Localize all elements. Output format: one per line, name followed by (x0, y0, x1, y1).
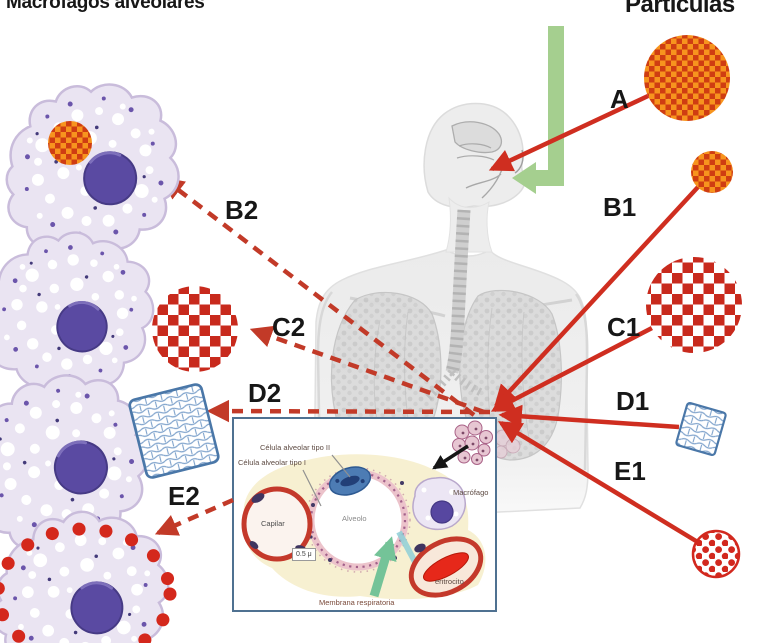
arrow-e2-to-macrophage (154, 497, 234, 536)
arrow-e1-to-lung (497, 421, 698, 543)
arrow-d2-to-macrophage (206, 399, 491, 423)
particle-e1 (691, 529, 741, 579)
alveolus-inset (232, 417, 497, 612)
capillary-ring (241, 486, 313, 562)
inset-label-alveolus: Alveolo (342, 514, 367, 523)
membrane-green-arrow-icon (369, 536, 397, 598)
sac-to-inset-black-arrow-icon (432, 444, 469, 470)
uptake-label-c2: C2 (272, 312, 306, 342)
particle-label-e1: E1 (614, 456, 646, 486)
particle-c1 (646, 257, 742, 353)
title-particles: Partículas (625, 0, 735, 18)
arrow-d1-to-lung (498, 404, 680, 430)
arrow-b2-to-macrophage (161, 176, 476, 417)
uptake-label-d2: D2 (248, 378, 282, 408)
arrow-c2-to-macrophage (249, 325, 485, 415)
inset-label-erythrocyte: eritrocito (435, 577, 464, 586)
particle-label-c1: C1 (607, 312, 641, 342)
inset-label-type1-cell: Célula alveolar tipo I (238, 458, 306, 467)
title-macrophages: Macrófagos alveolares (6, 0, 205, 13)
particle-d2-crystal (128, 383, 220, 479)
uptake-label-e2: E2 (168, 481, 200, 511)
uptake-arrows (154, 176, 491, 536)
type-2-cell (328, 466, 372, 496)
inset-scale-box: 0.5 μ (292, 548, 316, 561)
inset-macrophage (412, 476, 466, 531)
inset-label-capillary: Capilar (261, 519, 285, 528)
particle-b1 (691, 151, 733, 193)
inset-label-membrane: Membrana respiratoria (319, 598, 395, 607)
inset-label-type2-cell: Célula alveolar tipo II (260, 443, 331, 452)
inhalation-green-arrow-icon (512, 26, 564, 194)
particle-label-d1: D1 (616, 386, 650, 416)
arrow-b1-to-lung (493, 185, 700, 409)
arrow-a-to-nose (488, 93, 649, 172)
erythrocyte-vessel (408, 536, 484, 598)
particle-c2 (152, 286, 238, 372)
surface-nanoparticle-ring (0, 522, 177, 643)
macrophages-column (0, 74, 238, 643)
particle-label-b1: B1 (603, 192, 637, 222)
arrow-c1-to-lung (490, 326, 654, 412)
inset-label-macrophage: Macrófago (453, 488, 489, 497)
trachea (445, 209, 471, 374)
particle-a (644, 35, 730, 121)
particles-column (644, 35, 742, 579)
macrophage-b2 (0, 74, 189, 264)
particle-label-a: A (610, 84, 629, 114)
uptake-label-b2: B2 (225, 195, 259, 225)
particle-d1 (675, 401, 727, 457)
deposition-arrows (488, 93, 700, 543)
ingested-particle-b (48, 121, 92, 165)
